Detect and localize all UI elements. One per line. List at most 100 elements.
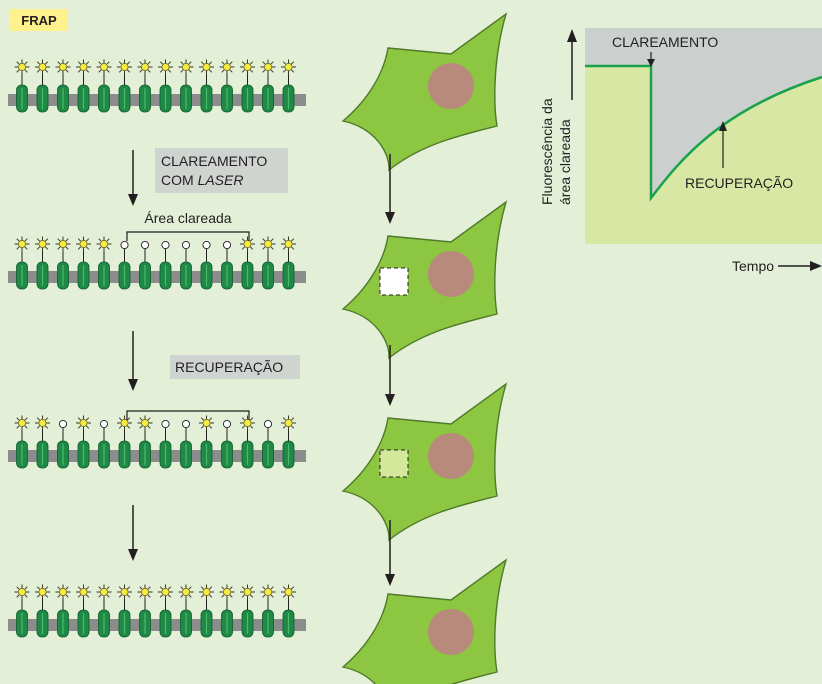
arrow-down-icon (385, 574, 395, 586)
fluorophore-bleached (140, 240, 150, 250)
fluorophore-bleached (263, 419, 273, 429)
membrane-protein (14, 236, 30, 290)
fluorophore-on (79, 240, 88, 248)
membrane-protein (137, 59, 153, 113)
fluorophore-on (59, 240, 67, 248)
bleached-area-bracket (126, 231, 250, 241)
cell-column (341, 12, 508, 684)
fluorophore-on (264, 63, 272, 71)
membrane-protein (178, 59, 194, 113)
fluorophore-on (59, 63, 67, 71)
fluorophore-on (120, 63, 129, 71)
membrane-protein (281, 584, 296, 638)
membrane-protein (98, 419, 110, 469)
membrane-protein (260, 59, 276, 113)
bleach-annotation: CLAREAMENTO (612, 34, 718, 50)
cell-body (341, 558, 508, 684)
left-arrows (128, 150, 138, 561)
fluorophore-on (182, 63, 190, 71)
bleached-patch (379, 267, 409, 296)
membrane-protein (35, 59, 50, 113)
membrane-protein (180, 419, 192, 469)
membrane-protein (96, 59, 112, 113)
fluorophore-on (223, 63, 231, 71)
membrane-protein (240, 415, 255, 469)
fluorophore-on (284, 588, 293, 596)
fluorophore-on (243, 419, 252, 427)
fluorophore-on (79, 588, 88, 596)
fluorophore-bleached (161, 419, 170, 429)
membrane-row (8, 584, 306, 638)
bleached-area-label: Área clareada (144, 210, 231, 226)
membrane-protein (35, 415, 50, 469)
nucleus (428, 609, 474, 655)
fluorophore-on (243, 588, 252, 596)
cell (341, 200, 508, 360)
lipid-bilayer (8, 619, 306, 631)
fluorophore-on (38, 63, 47, 71)
membrane-protein (76, 59, 91, 113)
fluorophore-on (161, 63, 170, 71)
bleach-label-box (155, 148, 288, 193)
cell-body (341, 200, 508, 360)
membrane-protein (14, 415, 30, 469)
cell (341, 382, 508, 542)
arrow-down-icon (128, 194, 138, 206)
membrane-protein (35, 236, 50, 290)
fluorophore-on (264, 588, 272, 596)
membrane-row (8, 236, 306, 290)
membrane-protein (14, 59, 30, 113)
fluorophore-on (18, 240, 26, 248)
bleached-patch (379, 449, 409, 478)
cell (341, 558, 508, 684)
membrane-protein (117, 59, 132, 113)
fluorophore-on (38, 419, 47, 427)
lipid-bilayer (8, 94, 306, 106)
fluorophore-on (284, 419, 293, 427)
membrane-protein (117, 415, 132, 469)
recovery-annotation: RECUPERAÇÃO (685, 175, 793, 191)
recovery-label-box (170, 355, 300, 379)
membrane-protein (281, 415, 296, 469)
fluorophore-bleached (161, 240, 170, 250)
fluorophore-on (284, 240, 293, 248)
fluorophore-on (223, 588, 231, 596)
bleach-label-line2: COM LASER (161, 172, 243, 188)
fluorophore-on (202, 63, 211, 71)
fluorophore-bleached (202, 240, 211, 250)
membrane-protein (76, 236, 91, 290)
nucleus (428, 63, 474, 109)
membrane-protein (57, 419, 69, 469)
membrane-protein (180, 240, 192, 290)
membrane-protein (281, 236, 296, 290)
cell-arrows (385, 154, 395, 586)
fluorophore-on (38, 588, 47, 596)
membrane-protein (200, 240, 213, 290)
membrane-protein (221, 419, 233, 469)
fluorophore-on (202, 419, 211, 427)
fluorophore-bleached (181, 419, 191, 429)
membrane-protein (281, 59, 296, 113)
fluorophore-on (18, 63, 26, 71)
fluorophore-on (100, 63, 108, 71)
fluorescence-graph: Fluorescência da área clareada Tempo CLA… (539, 28, 822, 274)
arrow-down-icon (128, 379, 138, 391)
membrane-protein (137, 415, 153, 469)
fluorophore-on (18, 419, 26, 427)
membrane-protein (55, 236, 71, 290)
fluorophore-on (243, 240, 252, 248)
membrane-protein (178, 584, 194, 638)
fluorophore-on (59, 588, 67, 596)
membrane-protein (117, 584, 132, 638)
fluorescence-curve (585, 64, 822, 202)
membrane-protein (96, 236, 112, 290)
membrane-protein (159, 240, 172, 290)
y-axis-arrow-icon (567, 29, 577, 42)
membrane-rows (8, 59, 306, 638)
membrane-protein (55, 59, 71, 113)
membrane-protein (199, 584, 214, 638)
fluorophore-on (141, 588, 149, 596)
fluorophore-on (141, 63, 149, 71)
cell-body (341, 382, 508, 542)
